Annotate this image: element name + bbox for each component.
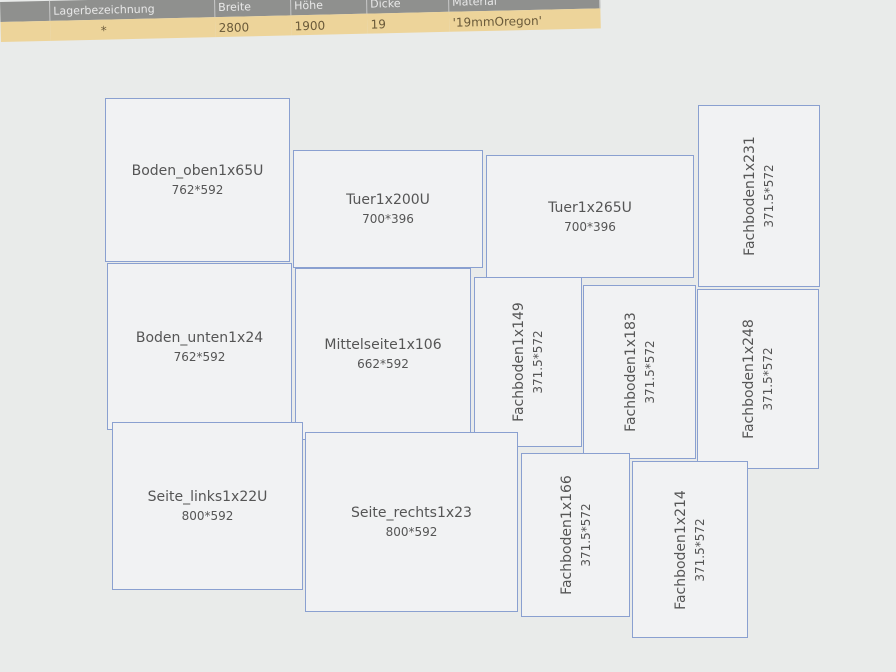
part-name: Tuer1x265U (548, 199, 632, 216)
part-name: Seite_rechts1x23 (351, 505, 472, 521)
part-dimensions: 371.5*572 (761, 347, 775, 411)
part-panel[interactable]: Seite_links1x22U 800*592 (112, 422, 303, 590)
part-dimensions: 762*592 (173, 349, 226, 364)
part-dimensions: 800*592 (385, 525, 438, 539)
part-name: Fachboden1x183 (622, 312, 639, 432)
col-breite[interactable]: Breite (214, 0, 292, 18)
part-name: Seite_links1x22U (147, 489, 268, 505)
part-name: Fachboden1x166 (558, 475, 575, 595)
part-panel[interactable]: Fachboden1x248 371.5*572 (697, 289, 819, 469)
part-name: Fachboden1x149 (511, 302, 527, 422)
part-panel[interactable]: Fachboden1x214 371.5*572 (632, 461, 748, 638)
cell-material: '19mmOregon' (449, 8, 601, 32)
part-dimensions: 762*592 (171, 183, 224, 197)
col-blank (0, 0, 51, 22)
part-dimensions: 371.5*572 (578, 503, 593, 567)
part-dimensions: 371.5*572 (642, 340, 657, 404)
part-name: Tuer1x200U (346, 192, 430, 208)
part-name: Mittelseite1x106 (324, 337, 442, 353)
part-dimensions: 700*396 (564, 219, 616, 234)
part-dimensions: 371.5*572 (762, 164, 776, 228)
part-panel[interactable]: Fachboden1x149 371.5*572 (474, 277, 582, 447)
part-panel[interactable]: Mittelseite1x106 662*592 (295, 268, 471, 440)
material-table: Lagerbezeichnung Breite Höhe Dicke Mater… (0, 0, 601, 42)
part-dimensions: 662*592 (357, 357, 409, 371)
part-dimensions: 371.5*572 (531, 330, 545, 394)
part-name: Boden_unten1x24 (135, 329, 264, 346)
cell-lager: * (50, 17, 216, 41)
cell-breite: 2800 (215, 15, 292, 38)
part-panel[interactable]: Fachboden1x231 371.5*572 (698, 105, 820, 287)
part-name: Boden_oben1x65U (131, 163, 264, 179)
part-name: Fachboden1x248 (741, 319, 757, 439)
part-dimensions: 371.5*572 (693, 517, 707, 582)
part-dimensions: 800*592 (181, 509, 234, 523)
part-name: Fachboden1x214 (673, 489, 689, 610)
part-name: Fachboden1x231 (742, 136, 758, 256)
part-panel[interactable]: Seite_rechts1x23 800*592 (305, 432, 518, 612)
part-panel[interactable]: Boden_oben1x65U 762*592 (105, 98, 290, 262)
part-dimensions: 700*396 (362, 212, 414, 226)
cell-hoehe: 1900 (291, 13, 368, 36)
part-panel[interactable]: Tuer1x265U 700*396 (486, 155, 694, 278)
part-panel[interactable]: Boden_unten1x24 762*592 (107, 263, 292, 430)
cell-dicke: 19 (367, 11, 450, 34)
part-panel[interactable]: Tuer1x200U 700*396 (293, 150, 483, 268)
